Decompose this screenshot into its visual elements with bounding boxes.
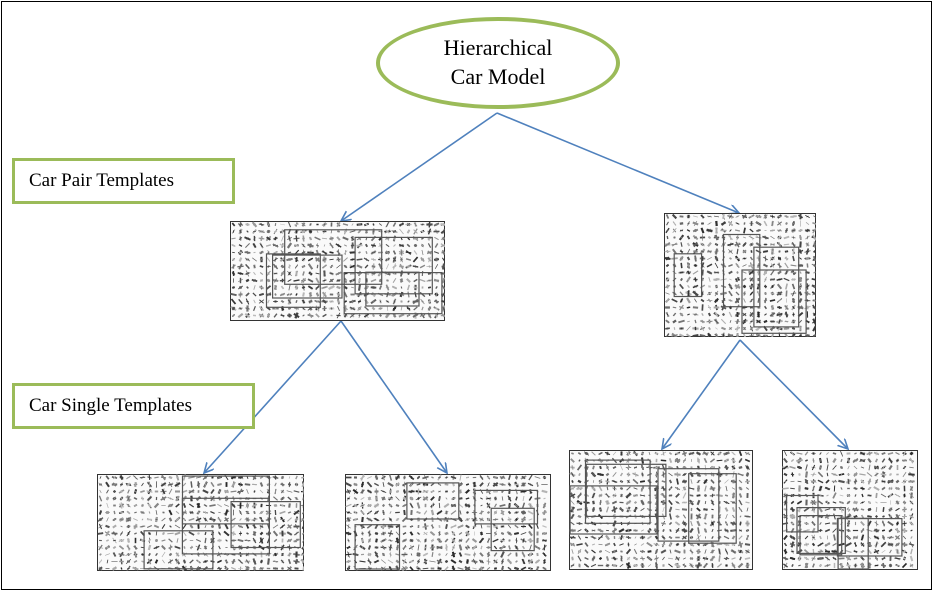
- car-single-templates-text: Car Single Templates: [29, 395, 192, 416]
- pair-template-right: [664, 213, 816, 337]
- arrow-pair-left-to-single-2: [340, 320, 447, 473]
- root-title-line2: Car Model: [450, 64, 546, 89]
- pair-template-left: [230, 221, 445, 321]
- arrow-pair-right-to-single-4: [739, 339, 848, 449]
- single-template-2: [345, 474, 551, 571]
- arrow-root-to-pair-left: [341, 112, 498, 221]
- single-template-3: [569, 450, 753, 570]
- arrow-pair-left-to-single-1: [204, 320, 342, 473]
- car-pair-templates-label: Car Pair Templates: [12, 158, 235, 204]
- car-single-templates-label: Car Single Templates: [12, 383, 255, 429]
- single-template-1: [97, 474, 304, 571]
- root-node: Hierarchical Car Model: [376, 17, 620, 109]
- arrow-root-to-pair-right: [496, 112, 739, 213]
- car-pair-templates-text: Car Pair Templates: [29, 170, 175, 191]
- root-title-line1: Hierarchical: [443, 35, 553, 61]
- arrow-pair-right-to-single-3: [662, 339, 741, 449]
- single-template-4: [782, 450, 918, 570]
